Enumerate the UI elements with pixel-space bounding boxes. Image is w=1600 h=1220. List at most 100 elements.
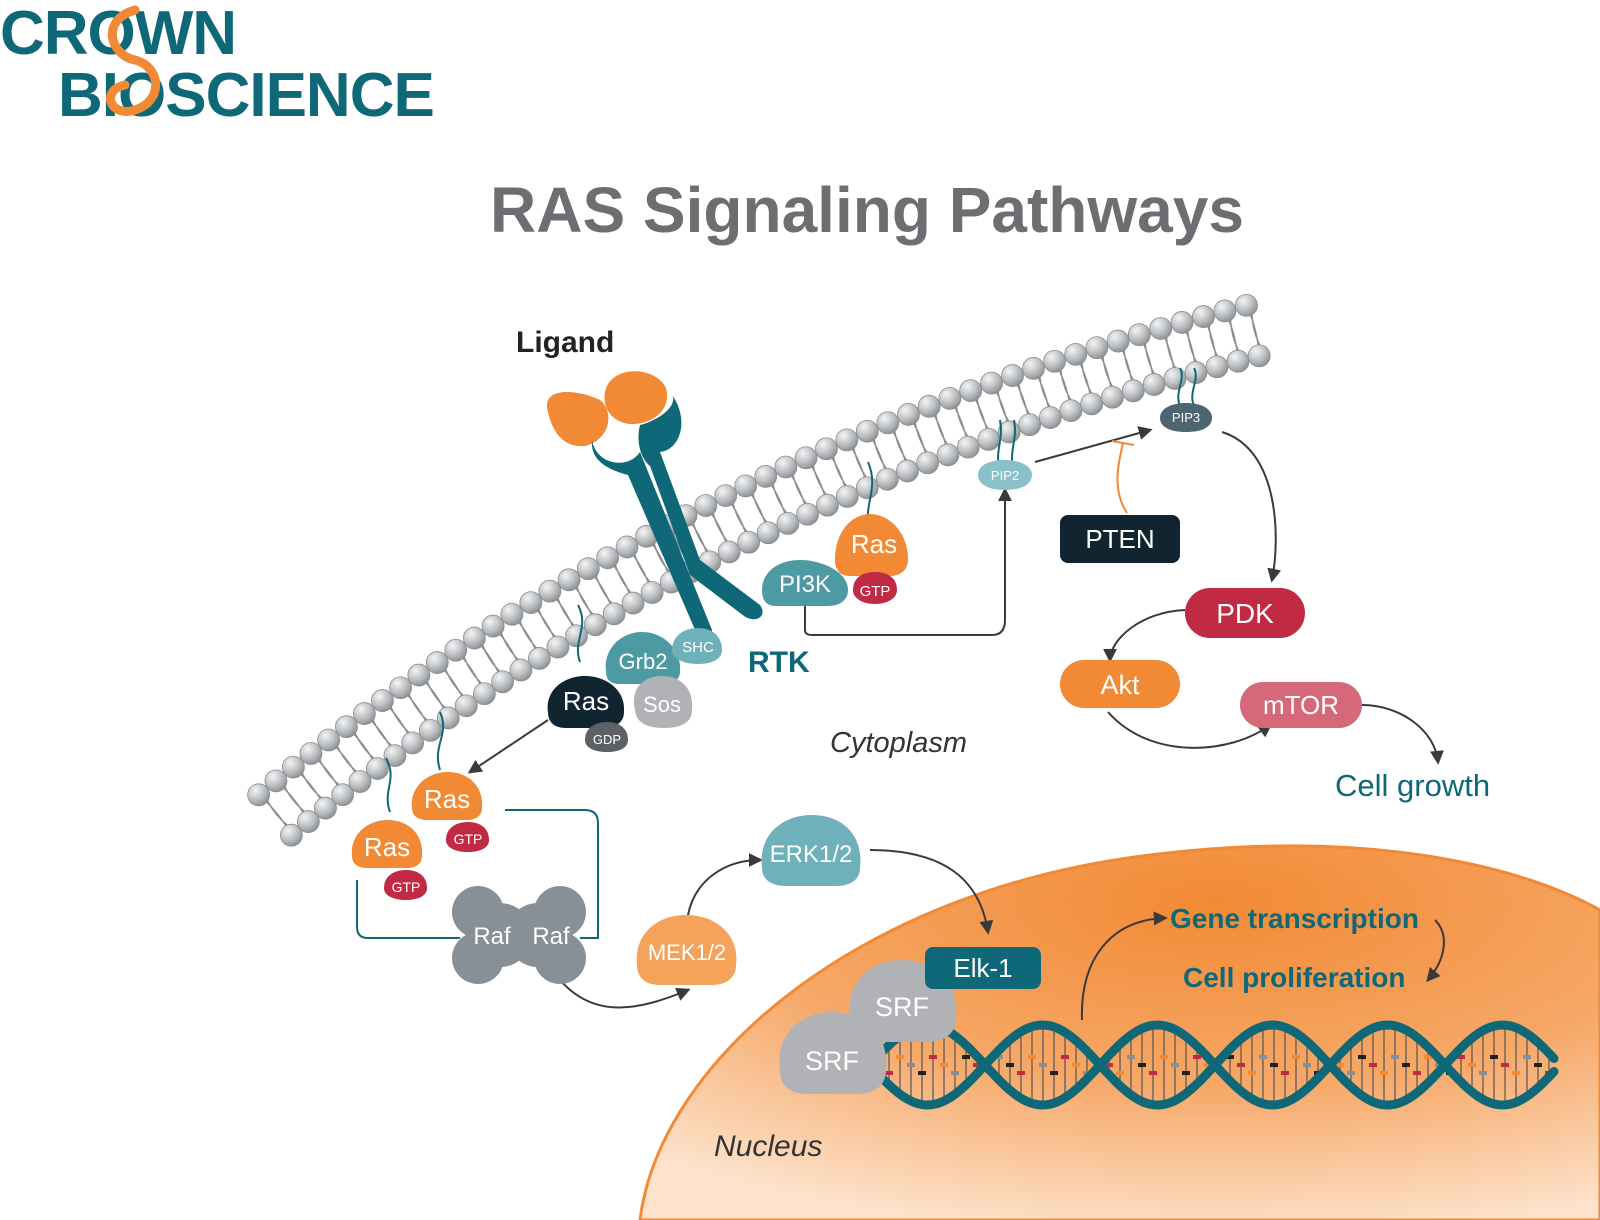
lipid-head-inner — [796, 502, 820, 526]
lipid-head-outer — [754, 464, 778, 488]
dna-base-mark — [896, 1055, 904, 1059]
dna-base-mark — [918, 1071, 926, 1075]
dna-base-mark — [1259, 1055, 1267, 1059]
gtp-b-node — [384, 870, 427, 900]
logo-line-bioscience: BIOSCIENCE — [58, 61, 434, 130]
dna-base-mark — [1501, 1063, 1509, 1067]
srf-bottom-label: SRF — [805, 1046, 859, 1076]
lipid-head-inner — [756, 521, 780, 545]
lipid-head-outer — [500, 602, 524, 626]
raf-dimer-node — [452, 886, 586, 984]
dna-base-mark — [973, 1063, 981, 1067]
lipid-head-inner — [491, 670, 514, 694]
lipid-head-outer — [1043, 349, 1066, 373]
lipid-head-outer — [794, 446, 818, 470]
lipid-head-outer — [897, 403, 920, 426]
ras-top-node — [835, 514, 908, 576]
ras-gdp-node — [547, 676, 625, 728]
lipid-head-inner — [509, 658, 533, 682]
gtp-top-label: GTP — [860, 583, 891, 600]
dna-base-mark — [1226, 1055, 1234, 1059]
arrow-mtor-to-growth — [1361, 704, 1444, 765]
akt-node — [1060, 660, 1180, 708]
pip2-node — [978, 460, 1032, 490]
dna-base-mark — [1138, 1063, 1146, 1067]
logo-swirl-icon — [106, 5, 161, 116]
cell-growth-label: Cell growth — [1335, 768, 1490, 803]
pip2-label: PIP2 — [991, 468, 1019, 483]
lipid-head-outer — [407, 663, 431, 687]
raf-complex-bracket — [356, 809, 599, 939]
lipid-head-outer — [281, 755, 305, 779]
gdp-label: GDP — [593, 732, 621, 747]
lipid-head-outer — [335, 715, 358, 739]
dna-base-mark — [1039, 1063, 1047, 1067]
lipid-head-inner — [565, 624, 588, 648]
lipid-head-inner — [527, 647, 551, 670]
dna-base-mark — [1292, 1055, 1300, 1059]
logo-line-crown: CROWN — [0, 0, 236, 68]
dna-base-mark — [1248, 1071, 1256, 1075]
lipid-head-inner — [835, 484, 859, 508]
dna-base-mark — [1534, 1063, 1542, 1067]
dna-base-mark — [1149, 1071, 1157, 1075]
arrow-erk-to-elk — [869, 849, 994, 935]
mek-label: MEK1/2 — [648, 940, 726, 965]
lipid-head-inner — [1247, 344, 1271, 368]
lipid-head-outer — [1001, 364, 1024, 387]
dna-base-mark — [1303, 1063, 1311, 1067]
gtp-top-node — [853, 572, 897, 604]
gdp-node — [585, 722, 628, 752]
lipid-head-outer — [371, 689, 394, 712]
gtp-b-label: GTP — [392, 879, 421, 895]
sos-node — [633, 676, 693, 728]
pi3k-node — [762, 560, 848, 606]
lipid-head-outer — [557, 568, 581, 592]
dna-base-mark — [1006, 1063, 1014, 1067]
lipid-head-outer — [425, 651, 449, 674]
dna-base-mark — [1281, 1071, 1289, 1075]
lipid-head-outer — [1127, 323, 1151, 347]
dna-base-mark — [1358, 1055, 1366, 1059]
lipid-head-outer — [1192, 305, 1215, 328]
lipid-head-inner — [472, 682, 496, 706]
lipid-head-outer — [815, 437, 838, 461]
grb2-node — [605, 632, 681, 684]
lipid-head-outer — [1213, 299, 1237, 323]
lipid-head-inner — [348, 770, 372, 793]
lipid-head-outer — [1170, 311, 1194, 334]
lipid-head-outer — [596, 546, 620, 570]
lipid-head-inner — [296, 810, 320, 833]
dna-base-mark — [907, 1063, 915, 1067]
ligand-label: Ligand — [516, 326, 614, 359]
lipid-head-outer — [1064, 342, 1088, 366]
erk-label: ERK1/2 — [770, 841, 853, 868]
dna-base-mark — [1116, 1071, 1124, 1075]
lipid-head-inner — [583, 613, 607, 637]
dna-base-mark — [1413, 1071, 1421, 1075]
lipid-head-outer — [1235, 293, 1258, 317]
dna-base-mark — [1182, 1071, 1190, 1075]
lipid-head-inner — [977, 427, 1001, 451]
lipid-head-outer — [389, 676, 412, 700]
page-title: RAS Signaling Pathways — [490, 174, 1244, 246]
nucleus-shape — [638, 844, 1600, 1220]
dna-base-mark — [1391, 1055, 1399, 1059]
lipid-head-outer — [876, 411, 900, 435]
sos-label: Sos — [643, 692, 681, 717]
pip3-node — [1160, 403, 1212, 432]
gtp-a-node — [446, 822, 489, 852]
pdk-label: PDK — [1216, 598, 1274, 629]
nucleus-label: Nucleus — [714, 1130, 822, 1163]
elk1-label: Elk-1 — [953, 953, 1012, 983]
mtor-label: mTOR — [1263, 690, 1339, 720]
dna-base-mark — [1171, 1063, 1179, 1067]
lipid-head-outer — [352, 702, 376, 725]
lipid-head-inner — [737, 530, 761, 554]
lipid-head-outer — [299, 742, 323, 765]
dna-helix — [865, 1020, 1559, 1110]
arrow-pip3-to-pdk — [1221, 431, 1282, 583]
dna-base-mark — [1468, 1063, 1476, 1067]
